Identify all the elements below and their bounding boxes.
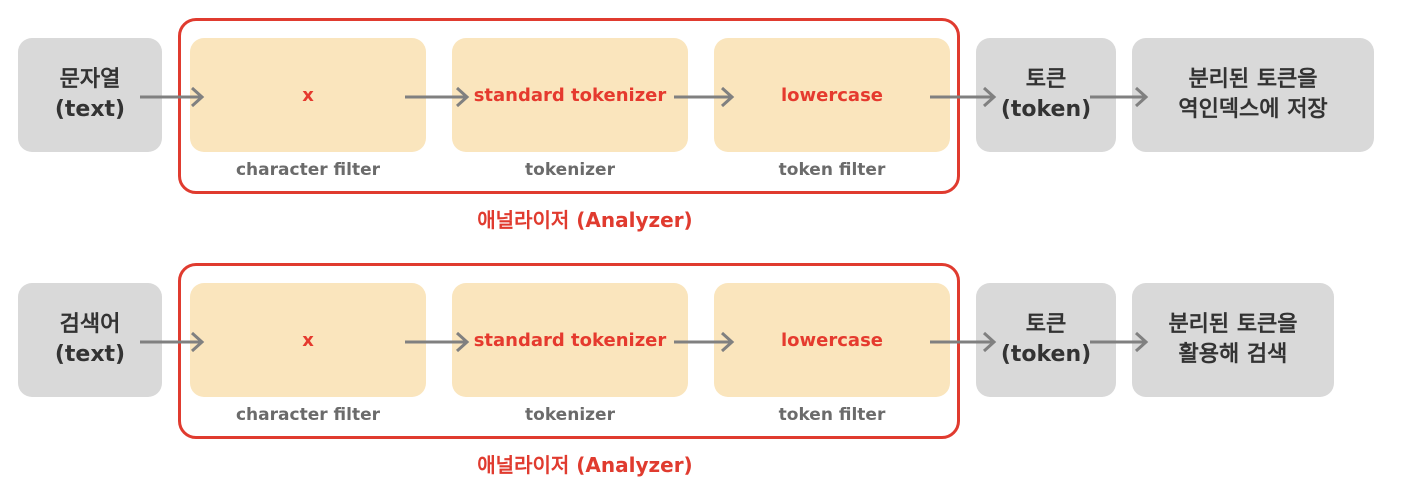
- token-filter-box: lowercase: [714, 283, 950, 397]
- token-box: 토큰 (token): [976, 283, 1116, 397]
- token-filter-box: lowercase: [714, 38, 950, 152]
- input-text-box: 문자열 (text): [18, 38, 162, 152]
- arrow-icon: [930, 86, 997, 108]
- arrow-icon: [674, 331, 735, 353]
- token-filter-caption: token filter: [778, 405, 886, 425]
- tokenizer-caption: tokenizer: [525, 160, 615, 180]
- arrow-icon: [930, 331, 997, 353]
- input-text-box: 검색어 (text): [18, 283, 162, 397]
- result-box: 분리된 토큰을 활용해 검색: [1132, 283, 1334, 397]
- character-filter-box: x: [190, 283, 426, 397]
- arrow-icon: [405, 331, 470, 353]
- token-box: 토큰 (token): [976, 38, 1116, 152]
- arrow-icon: [1090, 331, 1149, 353]
- arrow-icon: [1090, 86, 1149, 108]
- character-filter-box: x: [190, 38, 426, 152]
- arrow-icon: [140, 331, 205, 353]
- tokenizer-box: standard tokenizer: [452, 283, 688, 397]
- analyzer-label: 애널라이저 (Analyzer): [477, 453, 693, 477]
- arrow-icon: [405, 86, 470, 108]
- character-filter-caption: character filter: [235, 405, 380, 425]
- arrow-icon: [674, 86, 735, 108]
- result-box: 분리된 토큰을 역인덱스에 저장: [1132, 38, 1374, 152]
- character-filter-caption: character filter: [235, 160, 380, 180]
- token-filter-caption: token filter: [778, 160, 886, 180]
- tokenizer-caption: tokenizer: [525, 405, 615, 425]
- arrow-icon: [140, 86, 205, 108]
- tokenizer-box: standard tokenizer: [452, 38, 688, 152]
- search-flow-row: 검색어 (text) x standard tokenizer lowercas…: [0, 245, 1406, 490]
- indexing-flow-row: 문자열 (text) x standard tokenizer lowercas…: [18, 18, 1374, 232]
- analyzer-label: 애널라이저 (Analyzer): [477, 208, 693, 232]
- analyzer-frame: [178, 18, 960, 194]
- analyzer-frame: [178, 263, 960, 439]
